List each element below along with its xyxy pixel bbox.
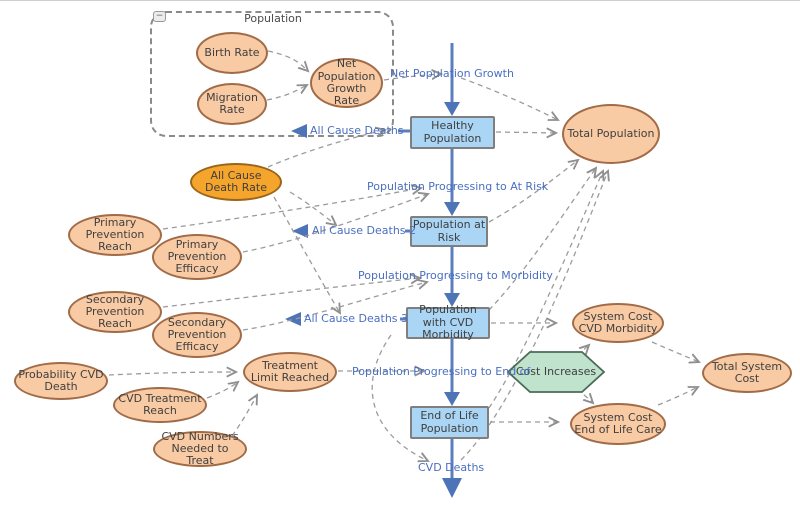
connector-cost-cvd-to-total-cost bbox=[651, 341, 699, 362]
node-secondary-prevention-efficacy[interactable]: Secondary Prevention Efficacy bbox=[152, 312, 242, 358]
node-birth-rate[interactable]: Birth Rate bbox=[196, 32, 268, 74]
flow-label-cvd-deaths[interactable]: CVD Deaths bbox=[418, 461, 485, 474]
collapse-group-icon[interactable]: − bbox=[153, 11, 166, 22]
flow-arrow-into-healthy bbox=[444, 102, 460, 116]
population-group-label: Population bbox=[244, 12, 302, 25]
node-cvd-numbers-needed-to-treat[interactable]: CVD Numbers Needed to Treat bbox=[153, 430, 247, 467]
connector-death-rate-to-deaths-2 bbox=[289, 191, 336, 225]
node-system-cost-cvd-morbidity[interactable]: System Cost CVD Morbidity bbox=[572, 303, 664, 343]
flow-arrow-all-cause-deaths-2 bbox=[292, 224, 308, 238]
node-system-cost-end-of-life-care[interactable]: System Cost End of Life Care bbox=[570, 403, 666, 445]
node-all-cause-death-rate[interactable]: All Cause Death Rate bbox=[190, 163, 282, 201]
node-net-population-growth-rate[interactable]: Net Population Growth Rate bbox=[310, 58, 383, 108]
connector-cost-eol-to-total-cost bbox=[657, 387, 698, 406]
node-probability-cvd-death[interactable]: Probability CVD Death bbox=[14, 362, 108, 400]
stock-population-at-risk[interactable]: Population at Risk bbox=[410, 216, 488, 247]
node-cvd-treatment-reach[interactable]: CVD Treatment Reach bbox=[113, 387, 207, 423]
flow-arrow-into-at-risk bbox=[444, 202, 460, 216]
flow-label-all-cause-deaths-2[interactable]: All Cause Deaths 2 bbox=[312, 224, 417, 237]
node-total-population[interactable]: Total Population bbox=[562, 104, 660, 164]
flow-label-all-cause-deaths[interactable]: All Cause Deaths bbox=[310, 124, 404, 137]
node-total-system-cost[interactable]: Total System Cost bbox=[702, 353, 792, 393]
flow-label-population-progressing-to-at-risk[interactable]: Population Progressing to At Risk bbox=[367, 180, 549, 193]
node-primary-prevention-reach[interactable]: Primary Prevention Reach bbox=[68, 214, 162, 256]
flow-label-population-progressing-to-morbidity[interactable]: Population Progressing to Morbidity bbox=[358, 269, 553, 282]
connector-treatment-reach-to-treatment-limit bbox=[206, 382, 238, 399]
flow-arrow-cvd-deaths-out bbox=[442, 478, 462, 498]
node-migration-rate[interactable]: Migration Rate bbox=[197, 83, 267, 125]
connector-cost-increases-to-cost-cvd bbox=[576, 345, 589, 356]
stock-population-with-cvd-morbidity[interactable]: Population with CVD Morbidity bbox=[406, 303, 490, 341]
node-secondary-prevention-reach[interactable]: Secondary Prevention Reach bbox=[68, 291, 162, 333]
connector-secondary-reach-to-morbidity-flow bbox=[162, 278, 420, 308]
connector-growth-to-total-population bbox=[460, 77, 558, 120]
flow-label-all-cause-deaths-3[interactable]: All Cause Deaths 3 bbox=[304, 312, 409, 325]
connector-primary-efficacy-to-at-risk-flow bbox=[242, 194, 428, 253]
connector-probability-death-to-treatment-limit bbox=[108, 372, 236, 375]
node-treatment-limit-reached[interactable]: Treatment Limit Reached bbox=[243, 352, 337, 392]
flow-label-population-progressing-to-end-of-life[interactable]: Population Progressing to End of bbox=[352, 365, 531, 378]
stock-end-of-life-population[interactable]: End of Life Population bbox=[410, 406, 489, 439]
stock-healthy-population[interactable]: Healthy Population bbox=[410, 116, 495, 149]
flow-label-net-population-growth[interactable]: Net Population Growth bbox=[390, 67, 514, 80]
node-primary-prevention-efficacy[interactable]: Primary Prevention Efficacy bbox=[152, 234, 242, 280]
connector-death-rate-to-deaths-3 bbox=[273, 196, 340, 313]
connector-morbidity-to-cvd-deaths-flow bbox=[371, 334, 428, 461]
connector-cost-increases-to-cost-eol bbox=[576, 388, 593, 403]
flow-arrow-into-end-of-life bbox=[444, 392, 460, 406]
flow-arrow-all-cause-deaths-3 bbox=[285, 312, 301, 326]
connector-healthy-to-total-population bbox=[495, 132, 556, 133]
